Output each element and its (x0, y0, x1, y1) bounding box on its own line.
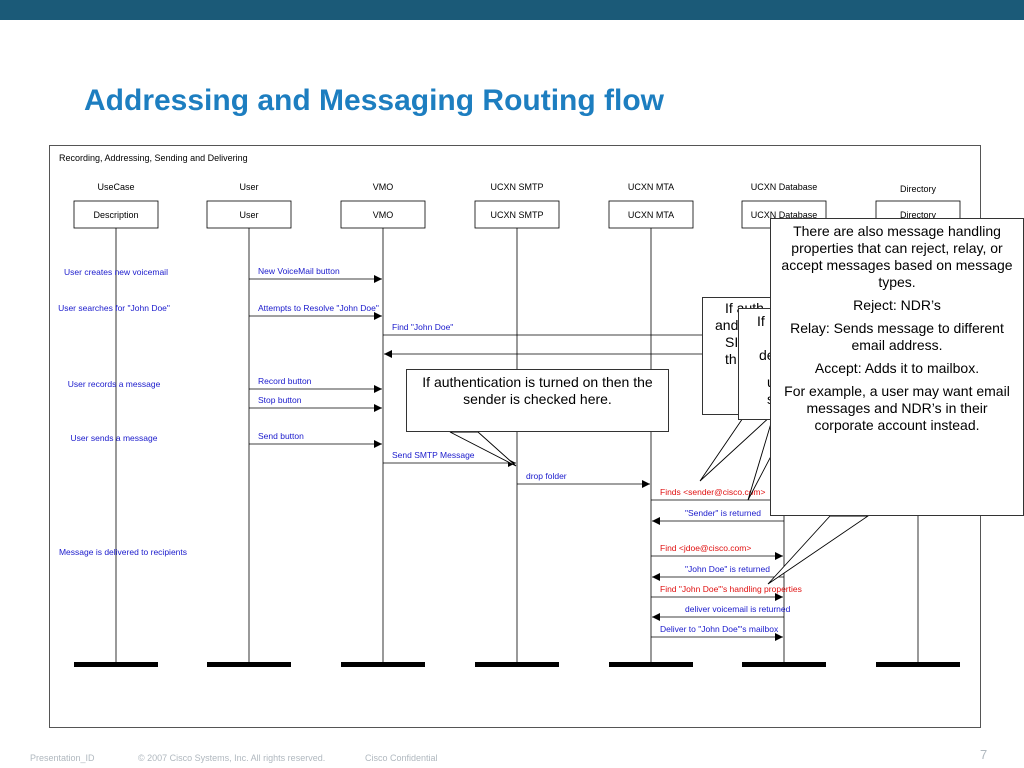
lifeline-end-bar (341, 662, 425, 667)
lifeline-end-bar (207, 662, 291, 667)
lane-box (608, 200, 694, 229)
callout-authentication-note: If authentication is turned on then the … (406, 369, 669, 432)
top-bar (0, 0, 1024, 20)
message-label: Deliver to "John Doe"'s mailbox (660, 624, 779, 634)
footer-presentation-id: Presentation_ID (30, 753, 95, 763)
message-label: Send button (258, 431, 304, 441)
message-label: Record button (258, 376, 312, 386)
lane-box (474, 200, 560, 229)
callout-text: There are also message handling properti… (781, 223, 1013, 290)
message-label: Attempts to Resolve "John Doe" (258, 303, 379, 313)
lane-box-label: VMO (373, 210, 394, 220)
message-label: "Sender" is returned (685, 508, 761, 518)
message-label: New VoiceMail button (258, 266, 340, 276)
message-label: deliver voicemail is returned (685, 604, 791, 614)
lane-box-label: UCXN Database (751, 210, 818, 220)
lane-box-label: UCXN SMTP (490, 210, 543, 220)
callout-line: SI (725, 334, 739, 350)
callout-line: If (757, 313, 765, 329)
lane-box-label: Description (93, 210, 138, 220)
callout-line: th (725, 351, 737, 367)
slide-title: Addressing and Messaging Routing flow (84, 84, 665, 117)
usecase-label: User records a message (68, 379, 161, 389)
lane-box-label: User (239, 210, 258, 220)
lane-header: UCXN Database (751, 182, 818, 192)
message-label: Find <jdoe@cisco.com> (660, 543, 751, 553)
lane-header: VMO (373, 182, 394, 192)
callout-tail (767, 515, 870, 585)
callout-text: For example, a user may want email messa… (784, 383, 1010, 433)
lane-header: Directory (900, 184, 937, 194)
lane-header: UCXN SMTP (490, 182, 543, 192)
message-label: drop folder (526, 471, 567, 481)
lane-header: User (239, 182, 258, 192)
usecase-label: User creates new voicemail (64, 267, 168, 277)
callout-line: and (715, 317, 739, 333)
usecase-label: User searches for "John Doe" (58, 303, 170, 313)
page-number: 7 (980, 747, 988, 762)
lane-header: UseCase (97, 182, 134, 192)
lane-header: UCXN MTA (628, 182, 674, 192)
usecase-label: Message is delivered to recipients (59, 547, 187, 557)
footer-confidential: Cisco Confidential (365, 753, 438, 763)
callout-text: If authentication is turned on then the … (422, 374, 653, 407)
callout-text: Relay: Sends message to different email … (790, 320, 1004, 353)
callout-text: Reject: NDR’s (853, 297, 941, 313)
message-label: Send SMTP Message (392, 450, 475, 460)
lane-box-label: UCXN MTA (628, 210, 674, 220)
lane-box-label: Directory (900, 210, 937, 220)
lane-box (340, 200, 426, 229)
lifeline-end-bar (475, 662, 559, 667)
callout-text: Accept: Adds it to mailbox. (814, 360, 980, 376)
message-label: Stop button (258, 395, 302, 405)
diagram-frame-label: Recording, Addressing, Sending and Deliv… (59, 153, 248, 163)
message-label: Finds <sender@cisco.com> (660, 487, 766, 497)
callout-tail (449, 431, 517, 467)
message-label: Find "John Doe" (392, 322, 453, 332)
lifeline-end-bar (74, 662, 158, 667)
callout-handling-properties: There are also message handling properti… (770, 218, 1024, 516)
message-label: "John Doe" is returned (685, 564, 770, 574)
message-label: Find "John Doe"'s handling properties (660, 584, 802, 594)
usecase-label: User sends a message (71, 433, 158, 443)
lifeline-end-bar (609, 662, 693, 667)
lifeline-end-bar (876, 662, 960, 667)
lifeline-end-bar (742, 662, 826, 667)
footer-copyright: © 2007 Cisco Systems, Inc. All rights re… (138, 753, 326, 763)
